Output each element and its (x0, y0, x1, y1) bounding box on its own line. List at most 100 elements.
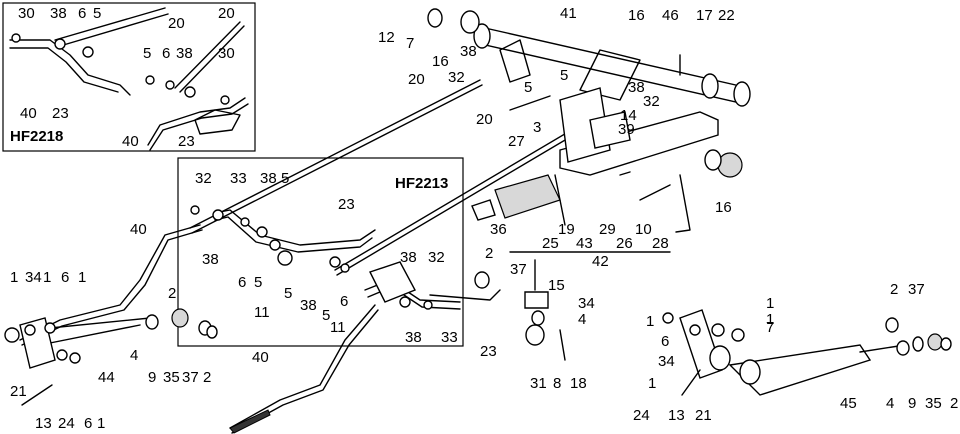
callout-c1g: 1 (646, 313, 654, 330)
spring-10 (639, 184, 671, 201)
callout-c6g: 6 (661, 333, 669, 350)
washer-38-center-b (329, 256, 341, 268)
bracket-23-inset (194, 109, 241, 135)
callout-c5e: 5 (281, 170, 289, 187)
nut-5-inset (82, 46, 94, 58)
frame-rail (559, 111, 719, 176)
bushing-11-center (277, 250, 293, 266)
washer-38-inset-b (184, 86, 196, 98)
callout-c38e: 38 (260, 170, 277, 187)
cross-shaft-41 (480, 27, 741, 103)
callout-c23d: 23 (480, 343, 497, 360)
callout-c16b: 16 (432, 53, 449, 70)
pin-18 (559, 329, 566, 361)
callout-c38d: 38 (628, 79, 645, 96)
callout-c7b: 7 (766, 319, 774, 336)
callout-c38c: 38 (460, 43, 477, 60)
plate-39 (589, 111, 631, 149)
callout-c34a: 34 (578, 295, 595, 312)
callout-c38i: 38 (405, 329, 422, 346)
callout-c33b: 33 (441, 329, 458, 346)
callout-c12: 12 (378, 29, 395, 46)
callout-c6c: 6 (238, 274, 246, 291)
right-cable-assembly (662, 309, 952, 396)
callout-c6f: 6 (84, 415, 92, 432)
shaft-arm-16 (499, 39, 531, 83)
lever-40-inset (147, 97, 246, 146)
callout-c6b: 6 (162, 45, 170, 62)
callout-c3: 3 (533, 119, 541, 136)
washer-6-center (269, 239, 281, 251)
callout-c6a: 6 (78, 5, 86, 22)
connector-34-center (524, 291, 549, 309)
callout-c21a: 21 (10, 383, 27, 400)
callout-c11b: 11 (330, 319, 346, 336)
footrest-assembly (471, 174, 566, 226)
callout-c28: 28 (652, 235, 669, 252)
spring-27 (509, 95, 551, 111)
callout-c17: 17 (696, 7, 713, 24)
callout-c23b: 23 (178, 133, 195, 150)
rod-20-inset-a (54, 7, 166, 41)
nut-6-left-b (56, 349, 68, 361)
callout-c1c: 1 (78, 269, 86, 286)
callout-c35a: 35 (163, 369, 180, 386)
bracket-28 (675, 174, 691, 233)
pin-30-inset-b (220, 95, 230, 105)
callout-c24a: 24 (58, 415, 75, 432)
bolt-13-right (681, 369, 701, 396)
callout-c30a: 30 (18, 5, 35, 22)
washer-12 (427, 8, 443, 28)
callout-c27: 27 (508, 133, 525, 150)
rod-20-upper (189, 79, 481, 229)
callout-c14: 14 (620, 107, 637, 124)
callout-c1f: 1 (766, 311, 774, 328)
callout-c32a: 32 (448, 69, 465, 86)
nut-2-left (206, 325, 218, 339)
washer-38-center (256, 226, 268, 238)
callout-c40d: 40 (252, 349, 269, 366)
callout-c6d: 6 (340, 293, 348, 310)
washer-33-center (212, 209, 224, 221)
callout-c11a: 11 (254, 304, 270, 321)
washer-37-right (940, 337, 952, 351)
callout-c7a: 7 (406, 35, 414, 52)
lever-40-lower (229, 304, 376, 429)
callout-c31: 31 (530, 375, 547, 392)
callout-c13a: 13 (35, 415, 52, 432)
callout-c4b: 4 (130, 347, 138, 364)
callout-c40b: 40 (122, 133, 139, 150)
callout-c32d: 32 (428, 249, 445, 266)
callout-c20a: 20 (168, 15, 185, 32)
callout-c40c: 40 (130, 221, 147, 238)
callout-c41: 41 (560, 5, 577, 22)
callout-c23c: 23 (338, 196, 355, 213)
callout-c1b: 1 (43, 269, 51, 286)
callout-c13b: 13 (668, 407, 685, 424)
callout-c19: 19 (558, 221, 575, 238)
shaft-end-left (473, 23, 491, 49)
callout-c20b: 20 (218, 5, 235, 22)
callout-c5h: 5 (322, 307, 330, 324)
callout-c15: 15 (548, 277, 565, 294)
callout-c4c: 4 (886, 395, 894, 412)
callout-c10: 10 (635, 221, 652, 238)
inset-code-top-left: HF2218 (10, 128, 63, 145)
callout-c1a: 1 (10, 269, 18, 286)
sleeve-35-left (171, 308, 189, 328)
pin-30-inset-a (11, 33, 21, 43)
callout-c18: 18 (570, 375, 587, 392)
callout-c32b: 32 (643, 93, 660, 110)
footrest-pad-36 (494, 174, 561, 219)
callout-c2a: 2 (485, 245, 493, 262)
cable-arm-45 (728, 344, 872, 396)
lever-23-inset-a (9, 39, 131, 96)
bolt-13-left (21, 384, 53, 406)
callout-c44: 44 (98, 369, 115, 386)
inset-top-left-parts (9, 7, 249, 151)
callout-c5f: 5 (254, 274, 262, 291)
callout-c16a: 16 (628, 7, 645, 24)
callout-c32c: 32 (195, 170, 212, 187)
cross-shaft-assembly (427, 8, 751, 107)
